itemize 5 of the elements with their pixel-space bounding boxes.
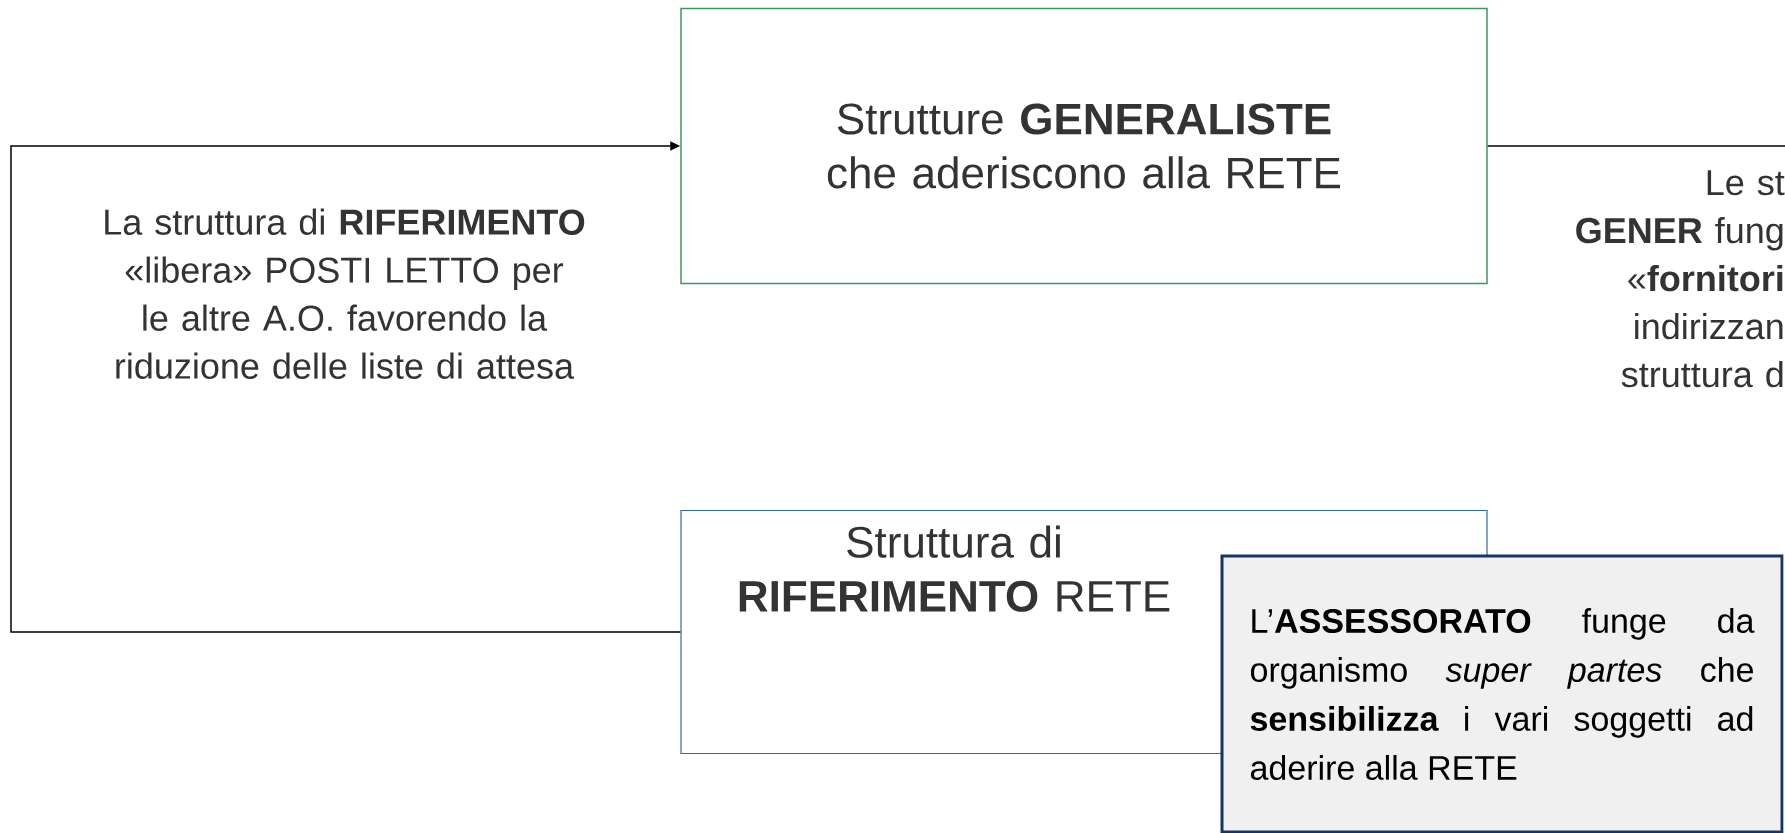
process-box: Strutture GENERALISTE che aderiscono alla RETE <box>680 7 1488 285</box>
connector-arrow <box>10 141 682 633</box>
annotation-text: Le st GENER fung «fornitori indirizzan struttura d <box>1576 170 1785 388</box>
note-box: L’ASSESSORATO funge da organismo super partes che sensibilizza i vari soggetti ad aderire alla RETE <box>1220 554 1784 833</box>
annotation-text: La struttura di RIFERIMENTO «libera» POSTI LETTO per le altre A.O. favorendo la riduzione delle liste di attesa <box>105 208 585 379</box>
